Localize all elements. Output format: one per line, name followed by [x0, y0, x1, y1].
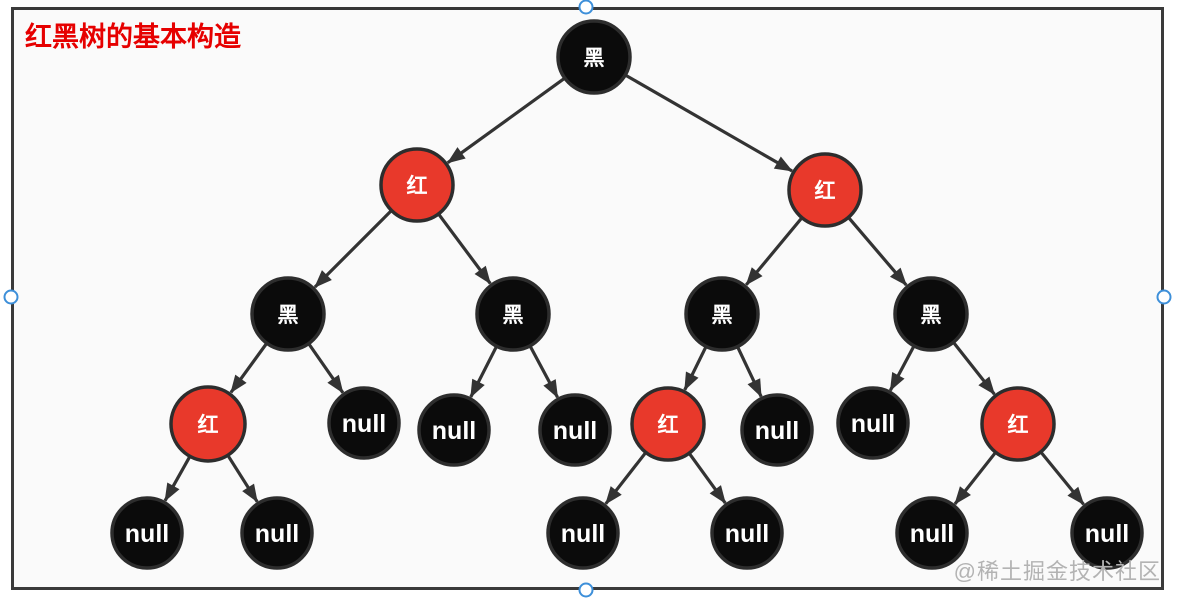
tree-node-n-rll[interactable]: 红	[630, 386, 706, 462]
black-node-circle[interactable]	[327, 386, 401, 460]
black-node-circle[interactable]	[240, 496, 314, 570]
black-node-circle[interactable]	[836, 386, 910, 460]
tree-edge-n-ll-to-n-llr	[306, 340, 345, 394]
black-node-circle[interactable]	[895, 496, 969, 570]
black-node-circle[interactable]	[546, 496, 620, 570]
tree-node-n-l[interactable]: 红	[379, 147, 455, 223]
red-node-circle[interactable]	[787, 152, 863, 228]
tree-edge-n-rl-to-n-rll	[683, 343, 709, 391]
black-node-circle[interactable]	[110, 496, 184, 570]
red-node-circle[interactable]	[630, 386, 706, 462]
red-node-circle[interactable]	[980, 386, 1056, 462]
tree-edge-n-lll-to-n-lllr	[225, 452, 259, 503]
black-node-circle[interactable]	[1070, 496, 1144, 570]
tree-node-n-r[interactable]: 红	[787, 152, 863, 228]
tree-node-n-rlll[interactable]: null	[546, 496, 620, 570]
tree-node-n-lrr[interactable]: null	[538, 393, 612, 467]
watermark: @稀土掘金技术社区	[953, 559, 1161, 584]
tree-edge-n-lr-to-n-lrr	[527, 343, 559, 399]
selection-handle-top[interactable]	[578, 0, 594, 15]
tree-edge-n-lr-to-n-lrl	[469, 343, 500, 398]
tree-edge-n-ll-to-n-lll	[229, 340, 270, 394]
tree-edge-n-rrr-to-n-rrrr	[1038, 449, 1085, 506]
black-node-circle[interactable]	[893, 276, 969, 352]
tree-node-n-rrl[interactable]: null	[836, 386, 910, 460]
tree-edge-n-r-to-n-rl	[745, 215, 805, 286]
tree-node-n-lllr[interactable]: null	[240, 496, 314, 570]
black-node-circle[interactable]	[684, 276, 760, 352]
selection-handle-left[interactable]	[3, 289, 19, 305]
black-node-circle[interactable]	[475, 276, 551, 352]
tree-node-n-lr[interactable]: 黑	[475, 276, 551, 352]
tree-edge-n-rll-to-n-rllr	[686, 450, 727, 504]
selection-handle-right[interactable]	[1156, 289, 1172, 305]
tree-node-n-lrl[interactable]: null	[417, 393, 491, 467]
tree-node-n-rrr[interactable]: 红	[980, 386, 1056, 462]
selection-handle-bottom[interactable]	[578, 582, 594, 598]
tree-edge-n-rr-to-n-rrr	[950, 339, 996, 396]
red-node-circle[interactable]	[379, 147, 455, 223]
tree-node-n-llr[interactable]: null	[327, 386, 401, 460]
tree-node-n-rl[interactable]: 黑	[684, 276, 760, 352]
black-node-circle[interactable]	[417, 393, 491, 467]
tree-node-n-lll[interactable]: 红	[169, 385, 247, 463]
tree-node-n-ll[interactable]: 黑	[250, 276, 326, 352]
tree-node-n-llll[interactable]: null	[110, 496, 184, 570]
tree-edge-n-rl-to-n-rlr	[735, 344, 763, 398]
red-node-circle[interactable]	[169, 385, 247, 463]
tree-edge-n-r-to-n-rr	[845, 214, 908, 287]
tree-edge-n-l-to-n-lr	[436, 211, 492, 285]
diagram-canvas[interactable]	[11, 7, 1164, 590]
tree-edge-n-rr-to-n-rrl	[888, 343, 917, 392]
black-node-circle[interactable]	[740, 393, 814, 467]
tree-node-n-rlr[interactable]: null	[740, 393, 814, 467]
black-node-circle[interactable]	[538, 393, 612, 467]
tree-edge-n-rrr-to-n-rrrl	[953, 449, 999, 505]
tree-edge-root-to-n-r	[622, 72, 793, 173]
tree-edge-root-to-n-l	[446, 75, 568, 165]
tree-edge-n-rll-to-n-rlll	[604, 449, 649, 505]
tree-edge-n-lll-to-n-llll	[163, 453, 193, 502]
tree-node-root[interactable]: 黑	[556, 19, 632, 95]
black-node-circle[interactable]	[250, 276, 326, 352]
tree-edge-n-l-to-n-ll	[313, 207, 395, 289]
tree-node-n-rllr[interactable]: null	[710, 496, 784, 570]
tree-node-n-rr[interactable]: 黑	[893, 276, 969, 352]
black-node-circle[interactable]	[556, 19, 632, 95]
diagram-title: 红黑树的基本构造	[25, 22, 241, 52]
black-node-circle[interactable]	[710, 496, 784, 570]
